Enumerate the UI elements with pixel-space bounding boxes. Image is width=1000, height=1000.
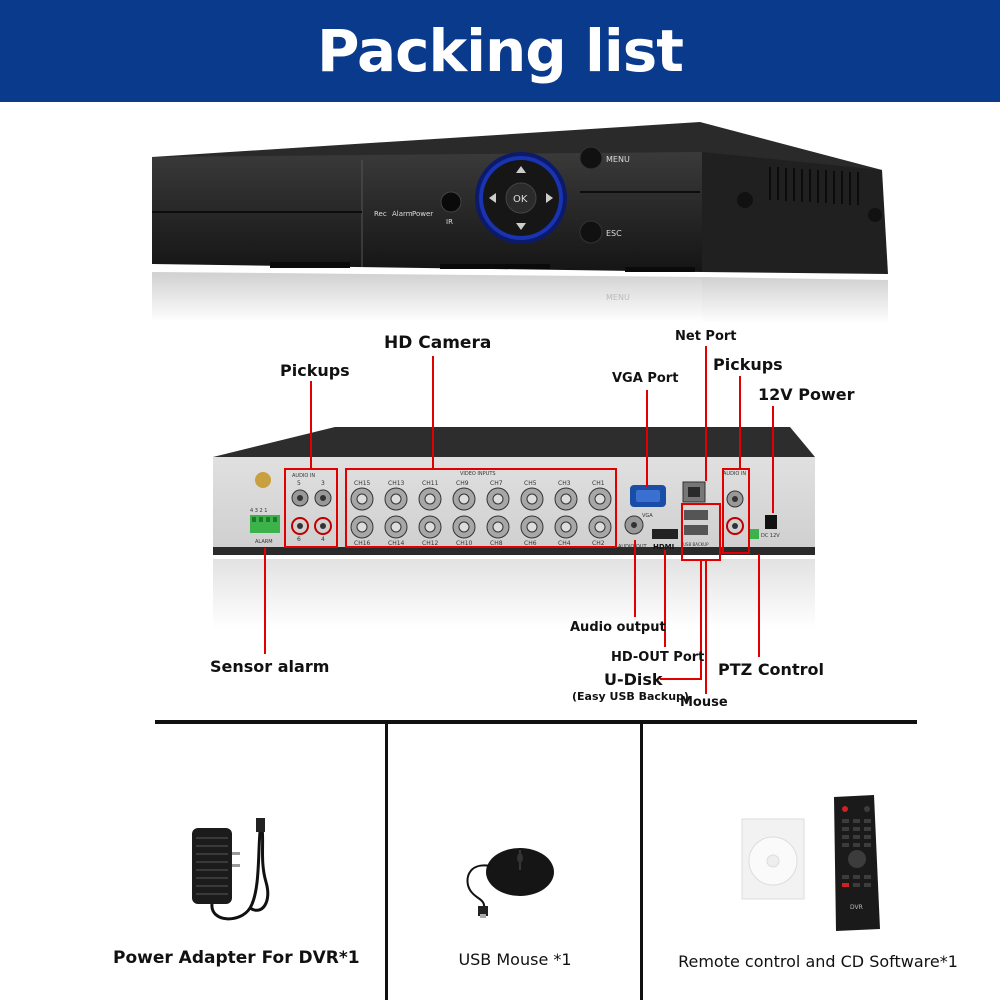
bnc-channel-label: CH1 bbox=[592, 480, 605, 487]
divider-top bbox=[155, 720, 917, 724]
bnc-connector-pin bbox=[594, 521, 606, 533]
bnc-channel-label: CH16 bbox=[354, 540, 371, 547]
callout-line-sensor-alarm bbox=[264, 548, 266, 654]
dvr-front-view: Rec Alarm Power IR OK MENU ESC MENU bbox=[152, 122, 888, 324]
svg-text:Rec: Rec bbox=[374, 210, 387, 218]
callout-box-pickups-left bbox=[284, 468, 338, 548]
bnc-connector-pin bbox=[526, 493, 538, 505]
svg-text:AUDIO OUT: AUDIO OUT bbox=[618, 544, 648, 550]
caption-usb-mouse: USB Mouse *1 bbox=[458, 950, 572, 969]
bnc-connector-pin bbox=[560, 493, 572, 505]
bnc-channel-label: CH13 bbox=[388, 480, 405, 487]
callout-line-vga bbox=[646, 390, 648, 487]
label-pickups-left: Pickups bbox=[280, 361, 350, 380]
bnc-channel-label: CH3 bbox=[558, 480, 571, 487]
label-net-port: Net Port bbox=[675, 329, 737, 344]
callout-line-u-disk bbox=[700, 561, 702, 679]
label-ptz-control: PTZ Control bbox=[718, 660, 824, 679]
label-hd-out-port: HD-OUT Port bbox=[611, 650, 705, 665]
svg-text:AUDIO IN: AUDIO IN bbox=[723, 471, 746, 477]
bnc-connector-pin bbox=[424, 493, 436, 505]
bnc-connector-pin bbox=[594, 493, 606, 505]
bnc-connector-pin bbox=[526, 521, 538, 533]
bnc-channel-label: CH6 bbox=[524, 540, 537, 547]
callout-line-pickups-right bbox=[739, 376, 741, 469]
label-vga-port: VGA Port bbox=[612, 371, 679, 386]
svg-text:USB BACKUP: USB BACKUP bbox=[683, 542, 709, 547]
bnc-connector-pin bbox=[424, 521, 436, 533]
bnc-channel-label: CH10 bbox=[456, 540, 473, 547]
svg-text:4: 4 bbox=[321, 536, 325, 543]
remote-control-icon: DVR bbox=[741, 795, 880, 931]
bnc-channel-label: CH9 bbox=[456, 480, 469, 487]
bnc-channel-label: CH7 bbox=[490, 480, 503, 487]
svg-text:IR: IR bbox=[446, 218, 453, 226]
bnc-connector-pin bbox=[560, 521, 572, 533]
bnc-connector-pin bbox=[390, 521, 402, 533]
caption-power-adapter: Power Adapter For DVR*1 bbox=[113, 948, 360, 968]
svg-text:AUDIO IN: AUDIO IN bbox=[292, 473, 315, 479]
bnc-connector-pin bbox=[356, 493, 368, 505]
bnc-connector-pin bbox=[458, 521, 470, 533]
bnc-channel-label: CH8 bbox=[490, 540, 503, 547]
label-mouse: Mouse bbox=[680, 695, 728, 710]
callout-box-video-inputs bbox=[345, 468, 617, 548]
callout-hline-u-disk bbox=[660, 678, 702, 680]
bnc-connector-pin bbox=[356, 521, 368, 533]
label-u-disk-note: (Easy USB Backup) bbox=[572, 690, 689, 703]
bnc-channel-label: CH4 bbox=[558, 540, 571, 547]
bnc-channel-label: CH2 bbox=[592, 540, 605, 547]
svg-text:VIDEO INPUTS: VIDEO INPUTS bbox=[460, 471, 496, 477]
label-sensor-alarm: Sensor alarm bbox=[210, 657, 330, 676]
label-12v-power: 12V Power bbox=[758, 385, 855, 404]
power-adapter-icon bbox=[192, 818, 270, 921]
svg-text:HDMI: HDMI bbox=[653, 543, 674, 551]
svg-text:Power: Power bbox=[412, 210, 433, 218]
label-u-disk: U-Disk bbox=[604, 670, 663, 689]
svg-text:4 3 2 1: 4 3 2 1 bbox=[250, 508, 268, 514]
bnc-channel-label: CH11 bbox=[422, 480, 439, 487]
svg-text:ESC: ESC bbox=[606, 229, 622, 238]
callout-box-pickups-right bbox=[722, 468, 750, 554]
bnc-connector-pin bbox=[458, 493, 470, 505]
callout-line-net-port bbox=[705, 346, 707, 481]
svg-text:5: 5 bbox=[297, 480, 301, 487]
bnc-connector-pin bbox=[390, 493, 402, 505]
bnc-channel-label: CH15 bbox=[354, 480, 371, 487]
svg-text:3: 3 bbox=[321, 480, 325, 487]
svg-text:OK: OK bbox=[513, 194, 528, 205]
svg-text:ALARM: ALARM bbox=[255, 539, 273, 545]
callout-line-hd-out bbox=[664, 550, 666, 647]
page-title: Packing list bbox=[317, 17, 684, 85]
svg-text:MENU: MENU bbox=[606, 155, 630, 164]
svg-text:VGA: VGA bbox=[642, 513, 653, 519]
callout-line-pickups-left bbox=[310, 381, 312, 469]
callout-box-usb bbox=[681, 503, 721, 561]
divider-right bbox=[640, 724, 643, 1000]
svg-text:Alarm: Alarm bbox=[392, 210, 413, 218]
svg-text:DC 12V: DC 12V bbox=[761, 533, 780, 539]
bnc-connector-pin bbox=[492, 521, 504, 533]
remote-brand-label: DVR bbox=[850, 904, 863, 911]
callout-line-audio-output bbox=[634, 540, 636, 617]
svg-text:6: 6 bbox=[297, 536, 301, 543]
svg-text:MENU: MENU bbox=[606, 293, 630, 302]
label-pickups-right: Pickups bbox=[713, 355, 783, 374]
header-banner: Packing list bbox=[0, 0, 1000, 102]
divider-left bbox=[385, 724, 388, 1000]
callout-line-hd-camera bbox=[432, 356, 434, 469]
bnc-channel-label: CH5 bbox=[524, 480, 537, 487]
bnc-channel-label: CH12 bbox=[422, 540, 439, 547]
label-audio-output: Audio output bbox=[570, 620, 666, 635]
callout-line-12v bbox=[772, 406, 774, 513]
caption-remote-cd: Remote control and CD Software*1 bbox=[678, 952, 958, 971]
usb-mouse-icon bbox=[466, 848, 554, 918]
label-hd-camera: HD Camera bbox=[384, 333, 492, 353]
bnc-connector-pin bbox=[492, 493, 504, 505]
callout-line-mouse bbox=[705, 561, 707, 694]
bnc-channel-label: CH14 bbox=[388, 540, 405, 547]
callout-line-ptz bbox=[758, 554, 760, 657]
